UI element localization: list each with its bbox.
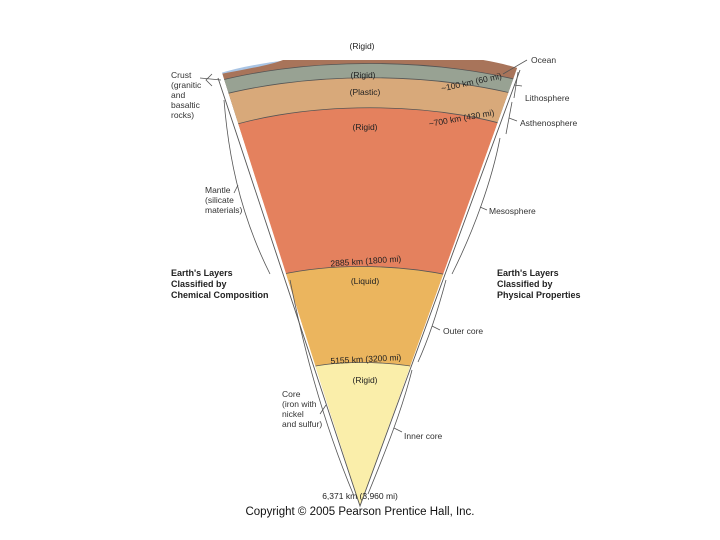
core-label: Core (iron with nickel and sulfur) <box>282 389 322 429</box>
outer-core-label: Outer core <box>443 326 483 336</box>
ocean-label: Ocean <box>531 55 556 65</box>
mantle-label: Mantle (silicate materials) <box>205 185 242 215</box>
lithosphere-label: Lithosphere <box>525 93 569 103</box>
asthenosphere-bracket <box>506 102 517 134</box>
asthenosphere-state-label: (Plastic) <box>350 87 381 97</box>
physical-properties-heading: Earth's Layers Classified by Physical Pr… <box>497 268 581 301</box>
inner-core-label: Inner core <box>404 431 442 441</box>
crust-label: Crust (granitic and basaltic rocks) <box>171 70 201 120</box>
crust-bracket <box>206 74 212 86</box>
mesosphere-label: Mesosphere <box>489 206 536 216</box>
crust-state-label: (Rigid) <box>349 41 374 51</box>
outer-core-state-label: (Liquid) <box>351 276 380 286</box>
asthenosphere-label: Asthenosphere <box>520 118 577 128</box>
mesosphere-state-label: (Rigid) <box>352 122 377 132</box>
inner-core-state-label: (Rigid) <box>352 375 377 385</box>
chemical-composition-heading: Earth's Layers Classified by Chemical Co… <box>171 268 269 301</box>
depth-6371-label: 6,371 km (3,960 mi) <box>322 491 398 501</box>
lithosphere-state-label: (Rigid) <box>350 70 375 80</box>
copyright-text: Copyright © 2005 Pearson Prentice Hall, … <box>0 506 720 518</box>
